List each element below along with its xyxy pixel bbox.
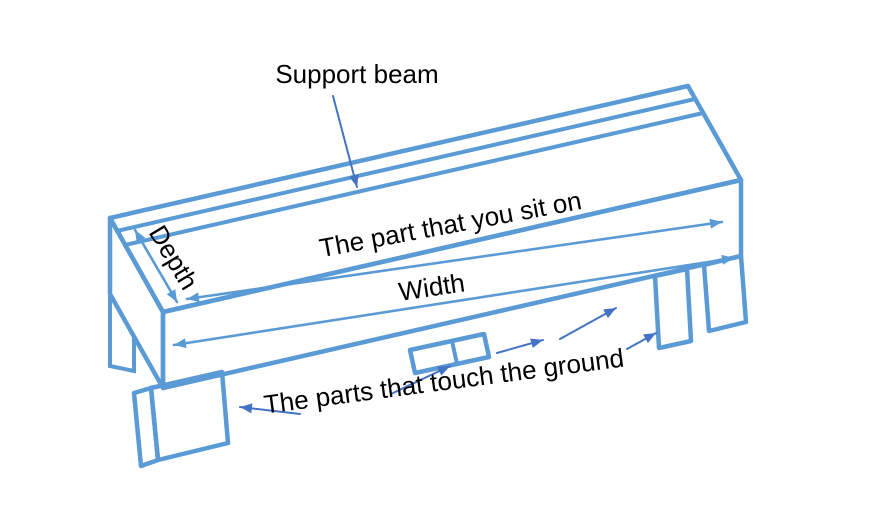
diagram-labels: Support beam The part that you sit on Wi… — [143, 59, 626, 420]
front-right-leg — [701, 253, 749, 334]
support-beam-line — [115, 97, 697, 233]
front-left-leg-front — [148, 369, 231, 463]
dimension-arrows — [133, 218, 736, 349]
leader-arrows — [239, 95, 657, 415]
ground-leader-mid-right — [496, 338, 544, 354]
support-beam-label: Support beam — [275, 59, 438, 89]
back-right-leg — [652, 266, 694, 351]
middle-leg-edge — [450, 339, 459, 366]
ground-leader-middle-leg — [390, 365, 451, 395]
ground-leader-front-right-leg — [626, 332, 657, 350]
depth-dimension-arrow — [133, 228, 179, 304]
support-beam-leader-arrow — [332, 95, 359, 188]
width-dimension-arrow — [172, 254, 736, 349]
ground-leader-back-right-leg — [559, 307, 617, 340]
ground-leader-left-leg — [239, 403, 301, 415]
back-left-leg — [108, 292, 136, 374]
